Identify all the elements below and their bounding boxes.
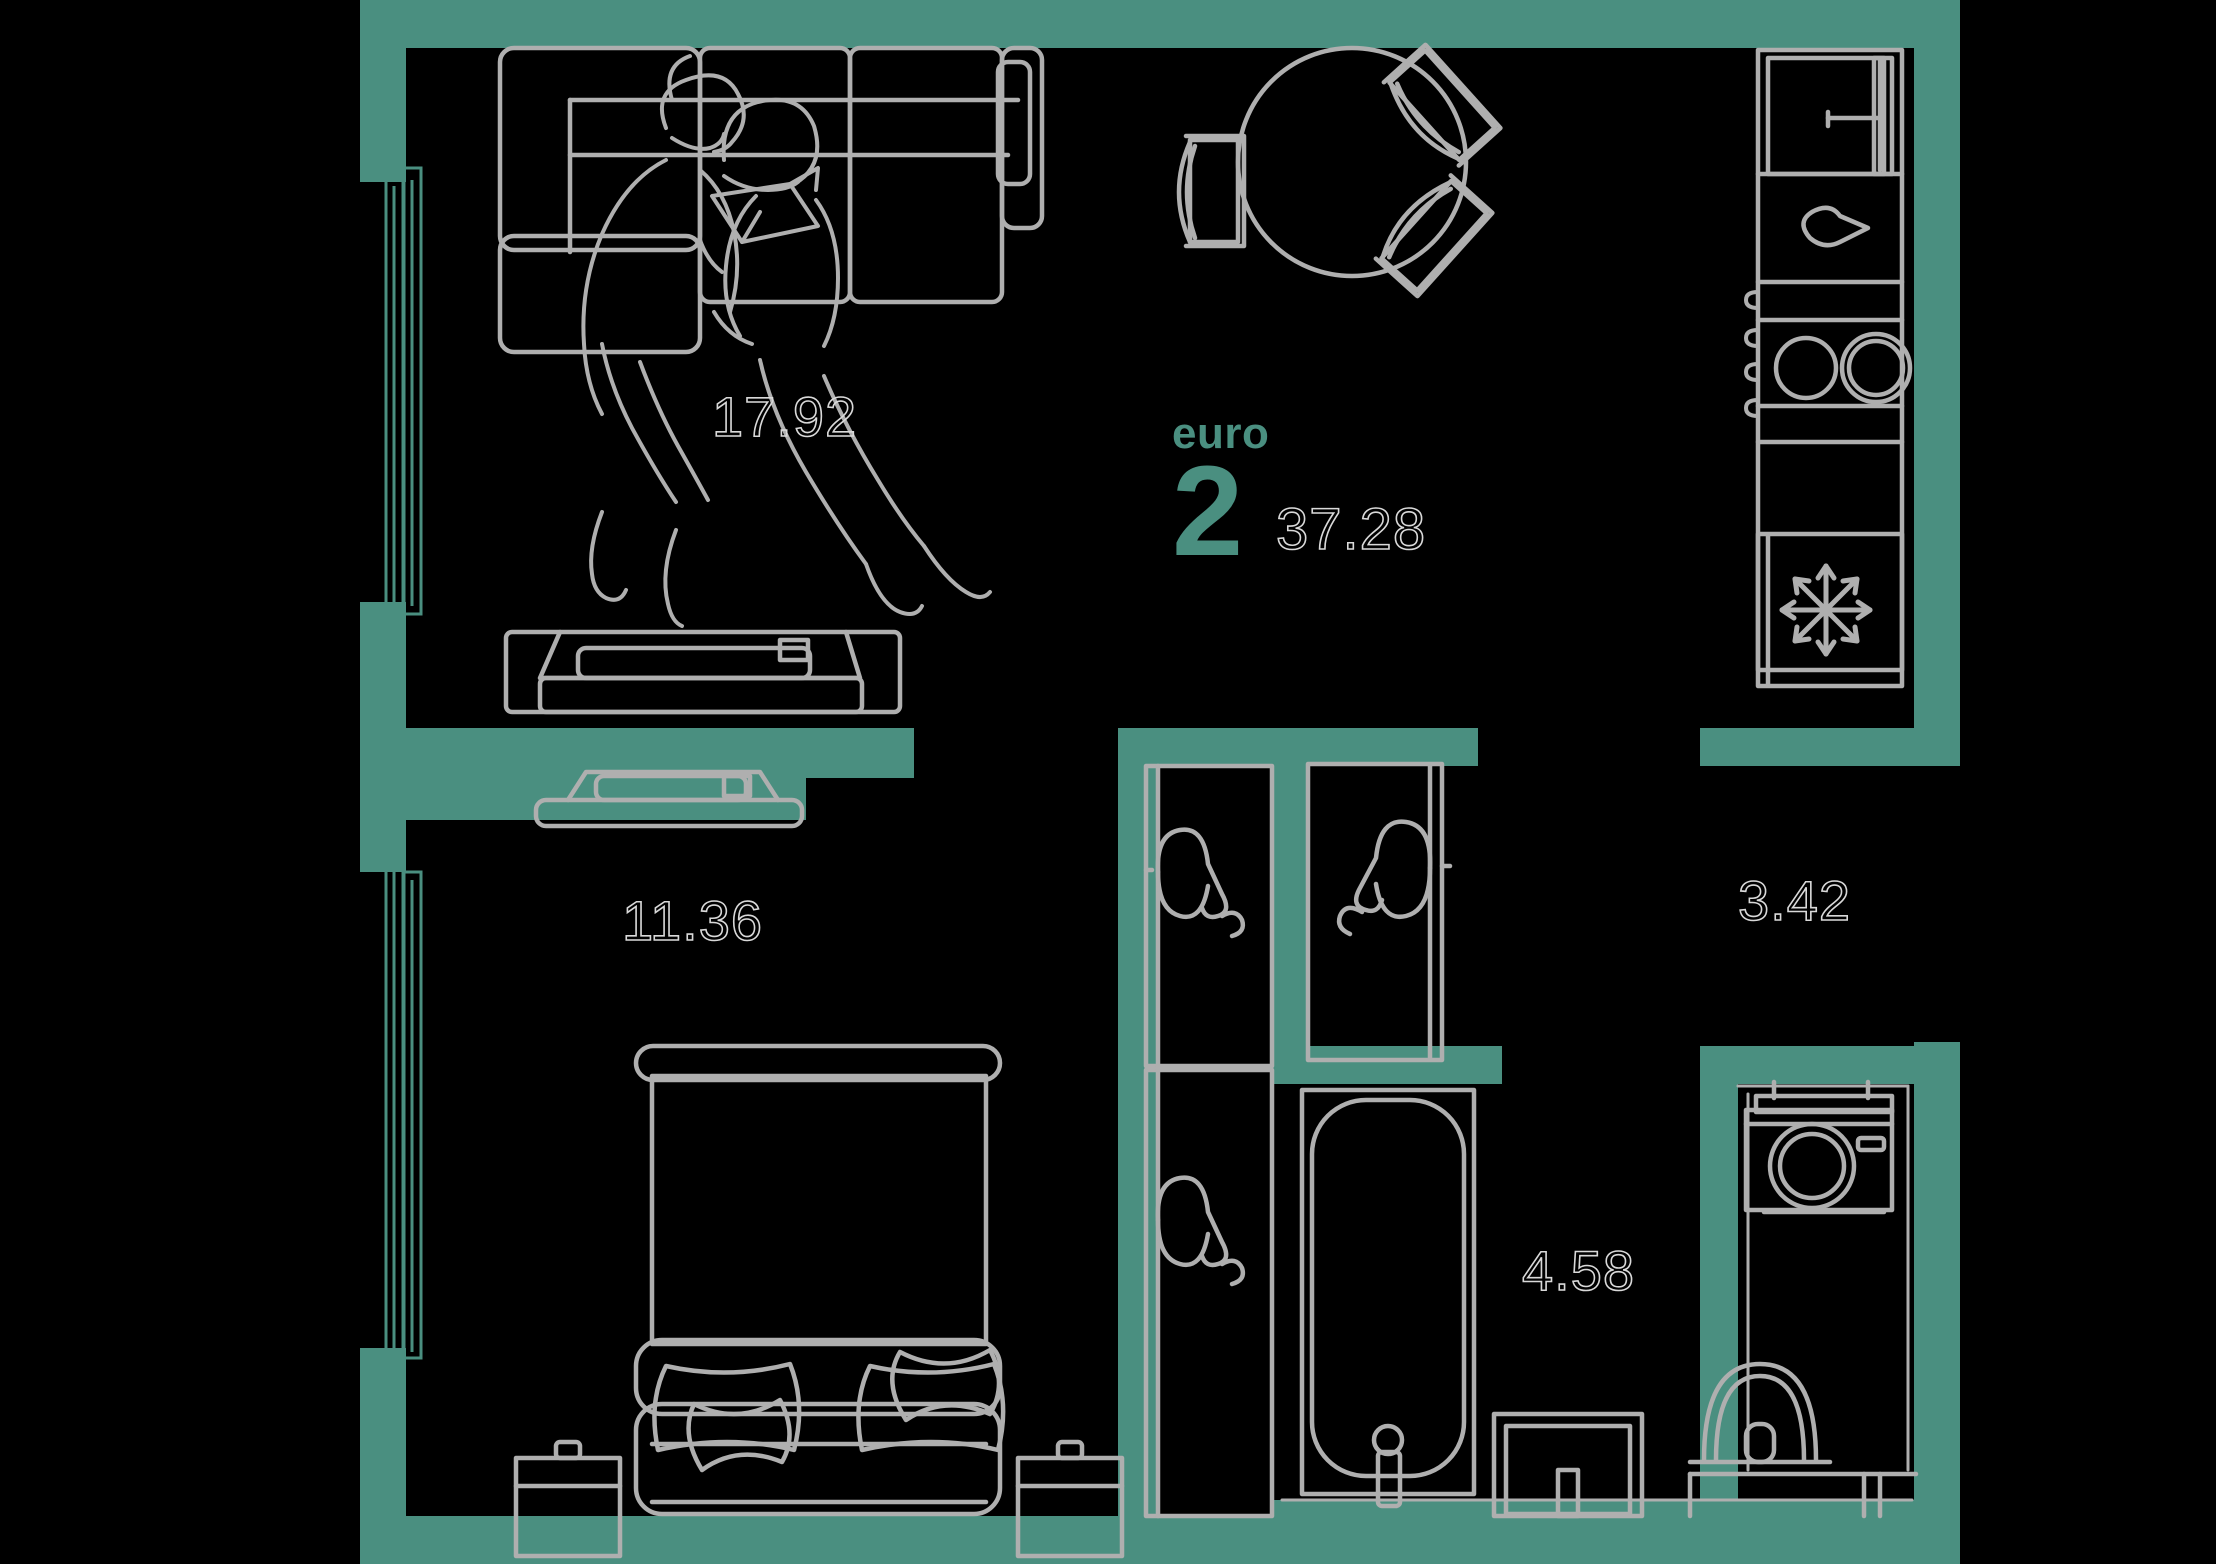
sectional-sofa	[497, 45, 1045, 355]
wall-exterior-left-top-stub	[360, 0, 406, 182]
wardrobe-left	[1143, 763, 1275, 1069]
washing-machine	[1743, 1079, 1895, 1215]
bathtub	[1299, 1087, 1477, 1509]
washbasin	[1687, 1361, 1833, 1465]
badge-room-count: 2	[1172, 440, 1244, 583]
room-area-bathroom: 4.58	[1521, 1238, 1635, 1303]
wall-exterior-right-bottom	[1914, 1042, 1960, 1564]
room-area-hall: 3.42	[1737, 868, 1851, 933]
vanity-counter	[1687, 1471, 1919, 1519]
kitchen-run	[1744, 47, 1913, 689]
wall-interior-wardrobe-divider	[1272, 760, 1310, 1050]
hall-reference-lines	[1280, 1084, 1914, 1502]
wall-exterior-top	[360, 0, 1960, 48]
person-reading-second	[721, 97, 992, 616]
wall-interior-bath-top-right	[1700, 1046, 1960, 1084]
wall-interior-bath-bottom	[1272, 1500, 1960, 1518]
room-area-living: 17.92	[711, 384, 858, 449]
pillow-group	[652, 1347, 1006, 1473]
snowflake-icon	[1779, 563, 1873, 657]
tv-console	[503, 629, 903, 715]
wall-interior-kitchen-hall	[1700, 728, 1960, 766]
room-area-bedroom: 11.36	[621, 888, 763, 953]
nightstand-left	[513, 1439, 623, 1559]
walls-group	[360, 0, 1960, 1564]
dining-chair-left	[1176, 133, 1247, 249]
wall-tv	[533, 769, 805, 829]
nightstand-right	[1015, 1439, 1125, 1559]
apartment-type-badge: euro 2 37.28	[1172, 409, 1426, 583]
round-dining-table	[1235, 45, 1469, 279]
wall-interior-bath-top-left	[1272, 1046, 1502, 1084]
window-left-lower	[384, 860, 423, 1360]
open-book	[710, 166, 820, 244]
wall-exterior-right-top	[1914, 0, 1960, 742]
dining-chair-top-right	[1381, 42, 1503, 168]
toilet	[1491, 1411, 1645, 1519]
people-reading	[581, 54, 754, 628]
wall-exterior-left-mid-pier	[360, 602, 406, 872]
furniture-group	[497, 42, 1919, 1559]
window-left-upper	[384, 166, 423, 616]
badge-total-area: 37.28	[1275, 496, 1427, 563]
dining-chair-bottom-right	[1373, 173, 1495, 299]
wall-interior-hall-top	[1118, 728, 1478, 766]
wall-interior-bedroom-hall-vert	[1118, 728, 1160, 1564]
badge-euro-word: euro	[1172, 409, 1270, 458]
wardrobe-left-lower	[1143, 1067, 1275, 1519]
double-bed	[633, 1043, 1003, 1517]
wardrobe-right	[1305, 761, 1453, 1063]
